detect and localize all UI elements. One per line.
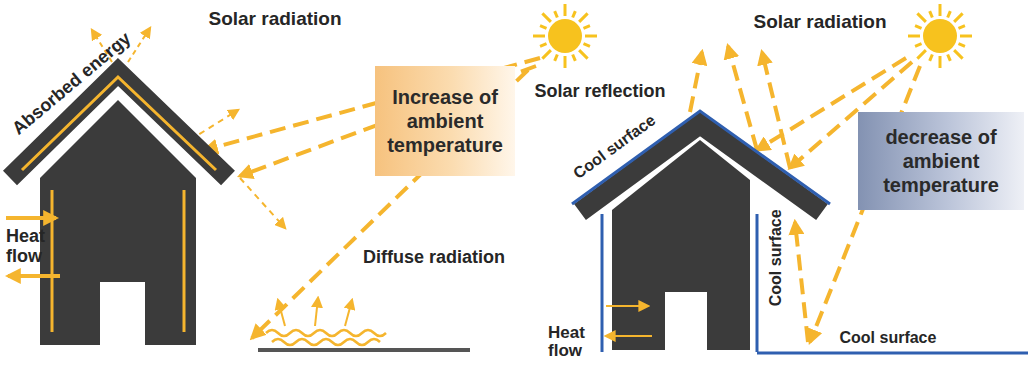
annotation-label: Solar radiation [209,9,342,30]
illustration-part [960,35,972,38]
annotation-label: Cool surface [766,209,784,306]
sun [533,4,597,68]
illustration-part [51,190,54,332]
illustration-part [6,216,56,220]
sun [908,4,972,68]
illustration-part [315,298,318,326]
temperature-box: Increase of ambient temperature [375,66,515,176]
illustration-part [795,222,808,342]
box-text: decrease of ambient temperature [864,125,1018,197]
illustration-part [548,19,582,53]
illustration-part [583,26,589,29]
illustration-part [917,13,925,21]
illustration-part [272,339,380,345]
illustration-part [573,11,576,17]
illustration-part [939,56,942,68]
illustration-part [665,292,707,350]
annotation-label: Solar reflection [535,82,666,102]
illustration-part [948,54,951,60]
illustration-part [757,352,1028,355]
annotation-label: Heat flow [548,324,598,361]
illustration-part [564,4,567,16]
illustration-part [540,26,546,29]
illustration-part [917,50,925,58]
illustration-part [183,190,186,332]
illustration-part [762,52,790,168]
illustration-part [345,300,352,326]
illustration-part [954,13,962,21]
illustration-part [564,56,567,68]
illustration-part [579,13,587,21]
illustration-part [540,44,546,47]
illustration-part [915,26,921,29]
illustration-part [690,52,702,112]
illustration-part [585,35,597,38]
illustration-part [579,50,587,58]
box-text: Increase of ambient temperature [381,85,509,157]
illustration-part [954,50,962,58]
illustration-part [756,214,759,352]
illustration-part [8,274,60,278]
illustration-part [278,300,285,326]
ground [258,298,470,350]
illustration-part [555,11,558,17]
house [572,111,1028,353]
illustration-part [240,66,536,176]
illustration-part [278,298,352,326]
illustration-part [542,13,550,21]
temperature-box: decrease of ambient temperature [858,112,1024,210]
illustration-part [958,44,964,47]
illustration-part [930,11,933,17]
illustration-part [606,305,648,307]
illustration-part [915,44,921,47]
illustration-part [583,44,589,47]
illustration-part [100,282,145,345]
annotation-label: Solar radiation [754,12,887,33]
illustration-part [10,72,228,178]
illustration-part [555,54,558,60]
annotation-label: Heat flow [6,227,62,267]
illustration-part [948,11,951,17]
annotation-label: Diffuse radiation [363,248,505,268]
illustration-part [930,54,933,60]
illustration-part [266,330,386,336]
illustration-part [533,35,545,38]
illustration-part [939,4,942,16]
illustration-part [542,50,550,58]
illustration-part [923,19,957,53]
illustration-part [606,335,652,337]
illustration-part [573,54,576,60]
illustration-part [908,35,920,38]
illustration-part [601,214,604,352]
illustration-part [958,26,964,29]
illustration-part [258,348,470,352]
illustration-part [240,178,285,228]
annotation-label: Cool surface [840,329,937,347]
